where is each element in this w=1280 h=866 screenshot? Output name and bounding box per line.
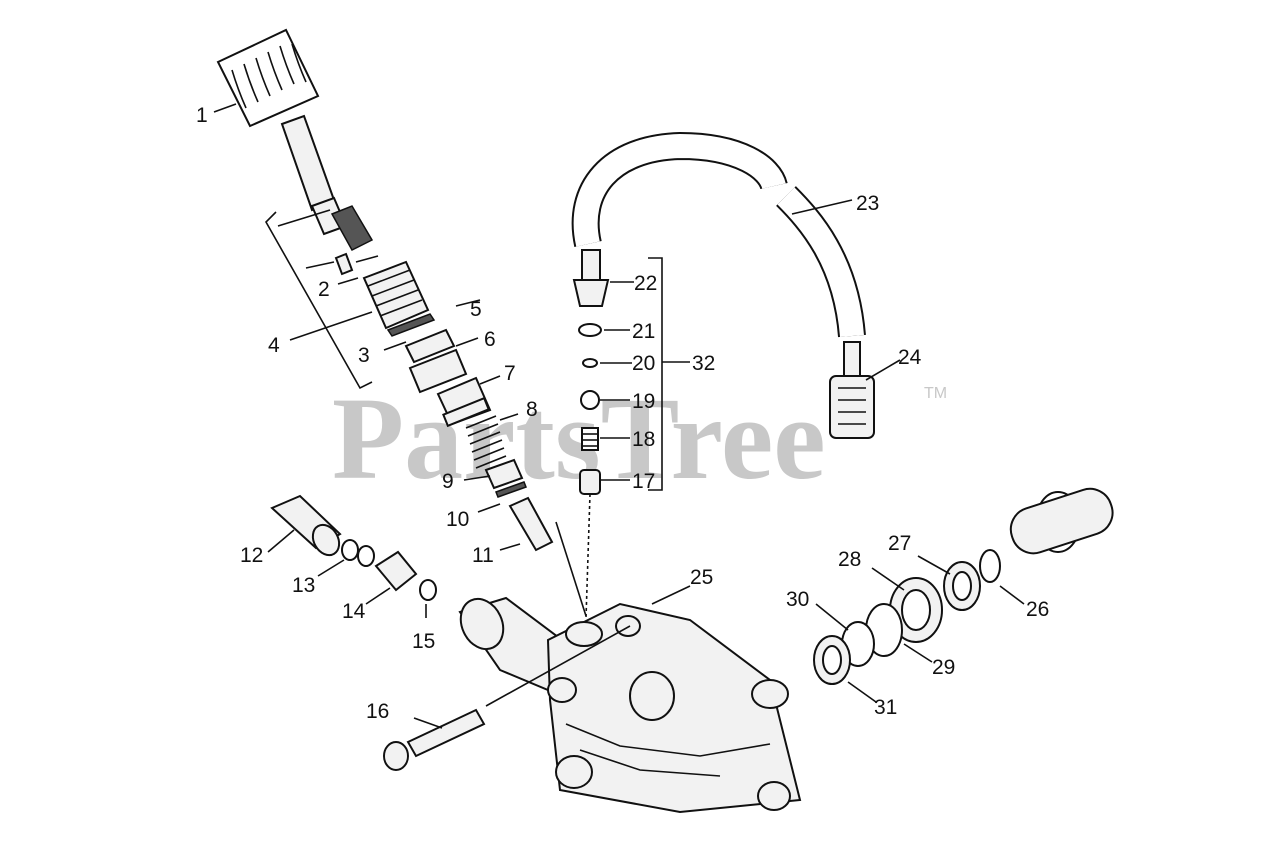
callout-16[interactable]: 16	[366, 700, 389, 723]
callout-23[interactable]: 23	[856, 192, 879, 215]
part-22-fitting[interactable]	[572, 249, 610, 307]
callout-11[interactable]: 11	[472, 544, 494, 567]
callout-32[interactable]: 32	[692, 352, 715, 375]
callout-21[interactable]: 21	[632, 320, 655, 343]
callout-26[interactable]: 26	[1026, 598, 1049, 621]
callout-22[interactable]: 22	[634, 272, 657, 295]
callout-2[interactable]: 2	[318, 278, 330, 301]
callout-6[interactable]: 6	[484, 328, 496, 351]
part-15-o-ring[interactable]	[419, 579, 437, 601]
part-8-spring[interactable]	[465, 415, 507, 469]
callout-18[interactable]: 18	[632, 428, 655, 451]
leader-lines	[213, 103, 1025, 729]
watermark-text: PartsTree	[332, 373, 826, 504]
part-9-cap[interactable]	[484, 458, 524, 490]
part-14-nut[interactable]	[374, 550, 418, 592]
callout-20[interactable]: 20	[632, 352, 655, 375]
part-26-ring[interactable]	[979, 549, 1001, 583]
callout-27[interactable]: 27	[888, 532, 911, 555]
callout-7[interactable]: 7	[504, 362, 516, 385]
part-19-ball[interactable]	[580, 390, 600, 410]
callout-8[interactable]: 8	[526, 398, 538, 421]
callout-1[interactable]: 1	[196, 104, 208, 127]
callout-29[interactable]: 29	[932, 656, 955, 679]
part-31-seal[interactable]	[813, 635, 851, 685]
callout-10[interactable]: 10	[446, 508, 469, 531]
part-13-o-ring[interactable]	[341, 539, 375, 567]
part-1-filter-screen[interactable]	[216, 28, 320, 128]
watermark-trademark: TM	[924, 385, 947, 402]
callout-24[interactable]: 24	[898, 346, 922, 369]
part-11-piston[interactable]	[508, 496, 554, 552]
callout-13[interactable]: 13	[292, 574, 315, 597]
part-6-spacer[interactable]	[408, 348, 468, 394]
part-2-pin[interactable]	[334, 252, 379, 276]
part-16-bolt[interactable]	[383, 708, 486, 771]
part-18-spring[interactable]	[581, 427, 599, 451]
callout-31[interactable]: 31	[874, 696, 897, 719]
callout-19[interactable]: 19	[632, 390, 655, 413]
callout-3[interactable]: 3	[358, 344, 370, 367]
callout-labels: 1 2 3 4 5 6 7 8 9 10 11 12 13 14 15 16 1…	[196, 104, 1049, 723]
callout-30[interactable]: 30	[786, 588, 809, 611]
part-26-seal[interactable]	[1005, 483, 1118, 559]
part-25-pump-head[interactable]	[453, 592, 802, 814]
part-unloader-stem[interactable]	[280, 114, 374, 251]
callout-17[interactable]: 17	[632, 470, 655, 493]
callout-28[interactable]: 28	[838, 548, 861, 571]
part-5-washer[interactable]	[404, 328, 456, 364]
watermark: PartsTree TM	[332, 373, 947, 504]
part-24-filter[interactable]	[829, 341, 875, 439]
part-4-unloader-body[interactable]	[362, 260, 430, 330]
part-23-hose[interactable]	[571, 131, 866, 338]
callout-15[interactable]: 15	[412, 630, 435, 653]
callout-9[interactable]: 9	[442, 470, 454, 493]
callout-25[interactable]: 25	[690, 566, 713, 589]
callout-4[interactable]: 4	[268, 334, 280, 357]
part-10-o-ring[interactable]	[495, 481, 527, 498]
part-20-washer[interactable]	[582, 358, 598, 368]
callout-5[interactable]: 5	[470, 298, 482, 321]
part-7-fitting[interactable]	[436, 376, 492, 428]
part-27-seal[interactable]	[943, 561, 981, 611]
part-21-o-ring[interactable]	[578, 323, 602, 337]
part-17-retainer[interactable]	[579, 469, 601, 495]
callout-14[interactable]: 14	[342, 600, 366, 623]
part-3-o-ring[interactable]	[386, 313, 436, 337]
callout-12[interactable]: 12	[240, 544, 263, 567]
part-12-fitting[interactable]	[270, 494, 344, 560]
